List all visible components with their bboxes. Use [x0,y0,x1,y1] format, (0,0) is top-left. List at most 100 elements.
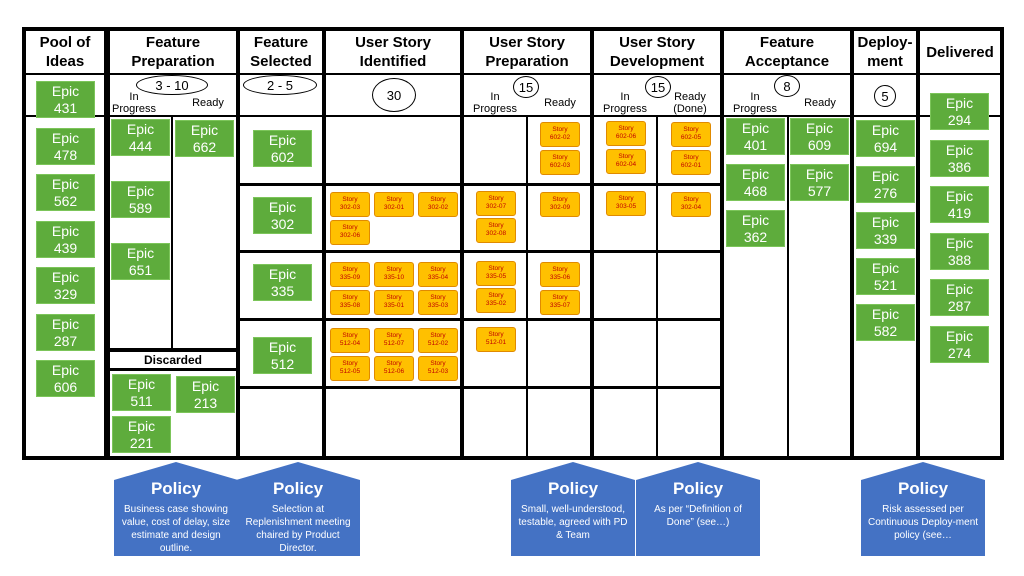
lane-0-col-1 [326,117,460,183]
story-number: 512-01 [485,339,507,346]
story-number: 302-02 [427,204,449,211]
epic-label: Epic [871,122,900,138]
epic-number: 478 [53,146,78,163]
epic-label: Epic [805,120,834,136]
lane-2-col-4 [594,253,656,318]
epic-number: 468 [743,183,768,199]
story-label: Story [552,154,568,161]
story-label: Story [342,224,358,231]
story-label: Story [386,360,402,367]
epic-label: Epic [945,281,974,297]
lane-4-col-4 [594,389,656,456]
story-number: 602-02 [549,134,571,141]
story-label: Story [552,196,568,203]
story-label: Story [552,126,568,133]
epic-label: Epic [268,266,297,282]
story-label: Story [430,294,446,301]
lane-4-col-0 [240,389,322,456]
column-header-feature-acceptance: Feature Acceptance [724,31,850,73]
epic-number: 589 [128,200,153,216]
epic-label: Epic [741,212,770,228]
column-header-story-preparation: User Story Preparation [464,31,590,73]
wip-story-identified: 30 [372,78,416,112]
story-label: Story [618,195,634,202]
story-dev-in-progress-label: In Progress [602,91,648,115]
story-label: Story [488,292,504,299]
epic-number: 335 [270,283,295,299]
epic-number: 276 [873,185,898,201]
epic-label: Epic [871,260,900,276]
story-label: Story [342,266,358,273]
story-number: 302-09 [549,204,571,211]
lane-4-col-2 [464,389,526,456]
